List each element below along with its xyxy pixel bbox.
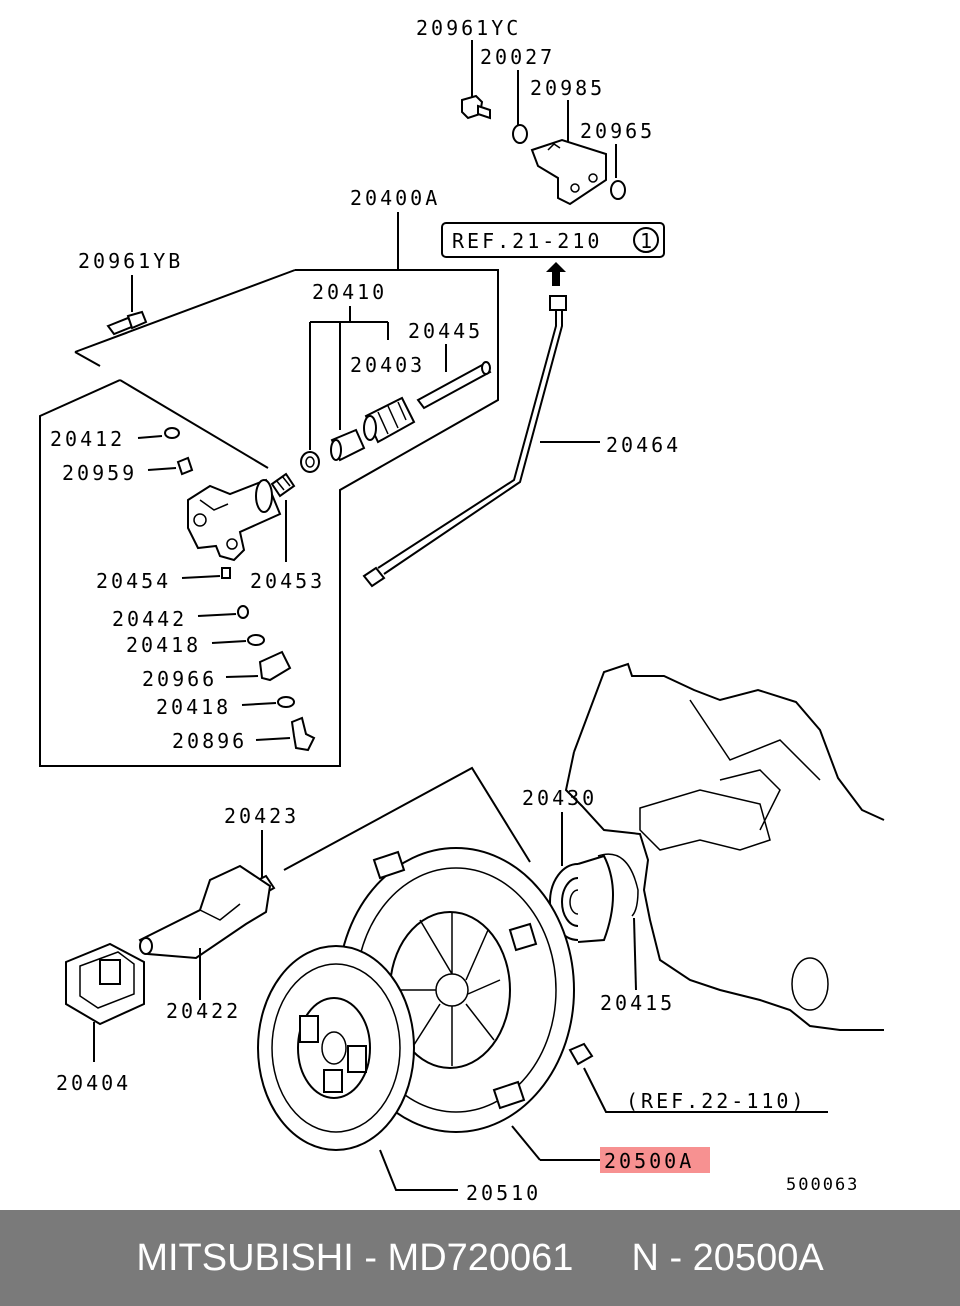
pushrod-20445 — [416, 361, 492, 410]
label-20454: 20454 — [96, 569, 171, 593]
parts-diagram: 20961YC 20027 20985 20965 20400A 20961YB… — [39, 16, 885, 1205]
bolt-20896 — [290, 716, 316, 752]
cup-20410 — [300, 451, 320, 473]
assembly-outline-20400a — [39, 269, 499, 767]
bracket-20985 — [530, 100, 607, 206]
dowel-pin — [568, 1042, 594, 1066]
piston-20410 — [330, 428, 366, 462]
washer-20418-bottom — [277, 696, 295, 708]
washer-20418-top — [247, 634, 265, 646]
label-20453: 20453 — [250, 569, 325, 593]
label-20510: 20510 — [466, 1181, 541, 1205]
master-cylinder-body — [187, 478, 282, 562]
pipe-20464 — [362, 295, 567, 588]
label-20027: 20027 — [480, 45, 555, 69]
label-ref-22-110: (REF.22-110) — [626, 1089, 807, 1113]
label-20961yc: 20961YC — [416, 16, 521, 40]
ref-21-210-text: REF.21-210 — [452, 229, 602, 253]
arrow-up-icon — [546, 262, 566, 286]
clutch-disc-20510 — [257, 945, 415, 1151]
label-20404: 20404 — [56, 1071, 131, 1095]
label-20422: 20422 — [166, 999, 241, 1023]
label-20961yb: 20961YB — [78, 249, 183, 273]
label-20442: 20442 — [112, 607, 187, 631]
ref-box-21-210: REF.21-210 1 — [441, 222, 665, 258]
spring-20453 — [270, 472, 296, 498]
seal-20442 — [237, 605, 249, 619]
label-20412: 20412 — [50, 427, 125, 451]
fork-20422 — [138, 864, 272, 960]
footer-ref: N - 20500A — [631, 1236, 824, 1279]
footer-brand-part: MITSUBISHI - MD720061 — [136, 1236, 574, 1279]
boot-20403 — [363, 396, 416, 444]
label-20985: 20985 — [530, 76, 605, 100]
label-20959: 20959 — [62, 461, 137, 485]
label-20500a: 20500A — [604, 1149, 694, 1173]
label-20445: 20445 — [408, 319, 483, 343]
release-bearing-20430 — [549, 854, 614, 943]
diagram-id: 500063 — [786, 1175, 859, 1195]
label-20400a: 20400A — [350, 186, 440, 210]
label-20418-bottom: 20418 — [156, 695, 231, 719]
clip-20415 — [597, 853, 639, 917]
transmission-housing — [564, 662, 885, 1031]
label-20965: 20965 — [580, 119, 655, 143]
clip-20412 — [164, 427, 180, 439]
label-20403: 20403 — [350, 353, 425, 377]
highlight-20500a — [600, 1147, 710, 1173]
washer-20027 — [512, 70, 528, 144]
bolt-20961yb — [106, 310, 148, 336]
label-20415: 20415 — [600, 991, 675, 1015]
label-20966: 20966 — [142, 667, 217, 691]
label-20410: 20410 — [312, 280, 387, 304]
label-20896: 20896 — [172, 729, 247, 753]
screw-20959 — [176, 456, 194, 476]
label-20430: 20430 — [522, 786, 597, 810]
label-20423: 20423 — [224, 804, 299, 828]
label-20418-top: 20418 — [126, 633, 201, 657]
ref-circle-number: 1 — [640, 229, 652, 253]
fitting-20966 — [258, 650, 292, 682]
boot-20404 — [65, 942, 145, 1026]
top-bolt-20961yc — [461, 40, 491, 120]
footer-bar: MITSUBISHI - MD720061 N - 20500A — [0, 1210, 960, 1306]
label-20464: 20464 — [606, 433, 681, 457]
washer-20965 — [610, 144, 626, 200]
pin-20454 — [221, 567, 231, 579]
